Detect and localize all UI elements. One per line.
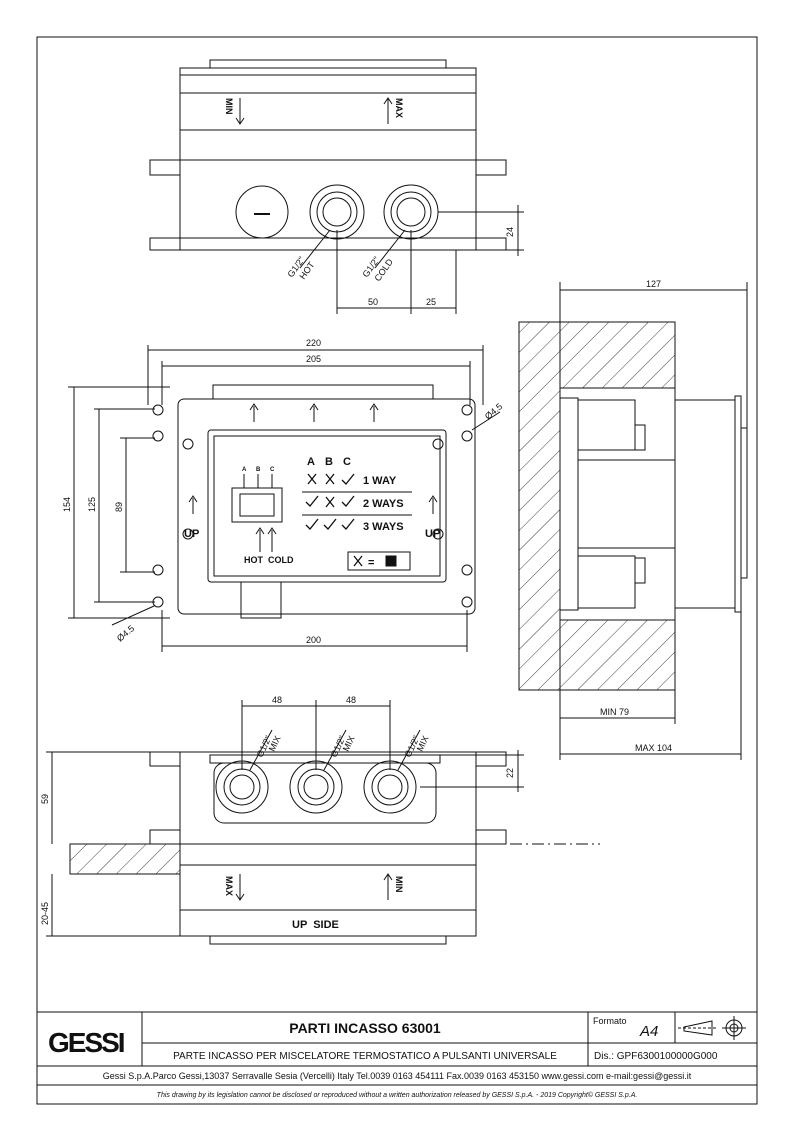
legend-equals: = bbox=[368, 557, 374, 569]
mini-c: C bbox=[270, 467, 275, 473]
bottom-max-arrow-icon bbox=[235, 874, 245, 901]
col-c-label: C bbox=[343, 456, 351, 468]
company-address: Gessi S.p.A.Parco Gessi,13037 Serravalle… bbox=[103, 1071, 692, 1081]
cartridge-mini-diagram: A B C bbox=[231, 467, 283, 552]
front-dim-200: 200 bbox=[306, 635, 321, 645]
legal-notice: This drawing by its legislation cannot b… bbox=[157, 1091, 638, 1099]
way-3-label: 3 WAYS bbox=[363, 521, 404, 533]
top-view: MIN MAX G1/2" HOT G1/2" COLD 5 bbox=[149, 59, 524, 314]
top-dim-50: 50 bbox=[368, 297, 378, 307]
front-dim-220: 220 bbox=[306, 338, 321, 348]
front-hot-label: HOT bbox=[244, 555, 264, 565]
front-dim-125: 125 bbox=[87, 497, 97, 512]
plug-symbol-icon bbox=[385, 555, 397, 567]
side-dim-max: MAX 104 bbox=[635, 743, 672, 753]
way-2-label: 2 WAYS bbox=[363, 498, 404, 510]
way-1-label: 1 WAY bbox=[363, 475, 397, 487]
mini-a: A bbox=[242, 467, 247, 473]
side-dim-127: 127 bbox=[646, 279, 661, 289]
gessi-logo: GESSI bbox=[48, 1027, 124, 1058]
top-dim-24: 24 bbox=[505, 227, 515, 237]
title-block: GESSI PARTI INCASSO 63001 PARTE INCASSO … bbox=[36, 1011, 758, 1105]
bottom-dim-48a: 48 bbox=[272, 695, 282, 705]
drawing-subtitle: PARTE INCASSO PER MISCELATORE TERMOSTATI… bbox=[173, 1051, 557, 1062]
bottom-max-label: MAX bbox=[224, 876, 234, 896]
bottom-dim-48b: 48 bbox=[346, 695, 356, 705]
bottom-min-arrow-icon bbox=[383, 873, 393, 900]
front-dim-154: 154 bbox=[62, 497, 72, 512]
up-arrow-icon bbox=[188, 403, 438, 514]
col-b-label: B bbox=[325, 456, 333, 468]
min-arrow-icon bbox=[235, 98, 245, 125]
formato-value: A4 bbox=[639, 1023, 658, 1040]
up-side-label: UP SIDE bbox=[292, 919, 339, 931]
front-dim-89: 89 bbox=[114, 502, 124, 512]
max-arrow-icon bbox=[383, 97, 393, 124]
front-cold-label: COLD bbox=[268, 555, 294, 565]
front-dia-top: Ø4.5 bbox=[483, 401, 504, 421]
plug-cap bbox=[235, 185, 289, 239]
up-label-left: UP bbox=[184, 528, 199, 540]
drawing-number: Dis.: GPF6300100000G000 bbox=[594, 1051, 718, 1062]
mini-b: B bbox=[256, 467, 261, 473]
bottom-view: 48 48 G1/2" MIX G1/2" MIX G1/2" MIX 22 5… bbox=[40, 695, 600, 945]
side-dim-min: MIN 79 bbox=[600, 707, 629, 717]
col-a-label: A bbox=[307, 456, 315, 468]
formato-label: Formato bbox=[593, 1016, 627, 1026]
front-dim-205: 205 bbox=[306, 354, 321, 364]
top-max-label: MAX bbox=[394, 98, 404, 118]
bottom-min-label: MIN bbox=[394, 876, 404, 893]
front-dia-bottom: Ø4.5 bbox=[115, 623, 136, 643]
top-min-label: MIN bbox=[224, 98, 234, 115]
bottom-dim-59: 59 bbox=[40, 794, 50, 804]
bottom-dim-22: 22 bbox=[505, 768, 515, 778]
front-view: UP UP A B C HOT COLD A B C bbox=[62, 338, 504, 652]
top-dim-25: 25 bbox=[426, 297, 436, 307]
side-view: 127 MIN 79 MAX 104 bbox=[518, 279, 748, 760]
bottom-dim-2045: 20-45 bbox=[40, 902, 50, 925]
projection-symbol-icon bbox=[678, 1016, 746, 1040]
drawing-title: PARTI INCASSO 63001 bbox=[289, 1020, 441, 1036]
way-symbols bbox=[305, 473, 355, 530]
up-label-right: UP bbox=[425, 528, 440, 540]
